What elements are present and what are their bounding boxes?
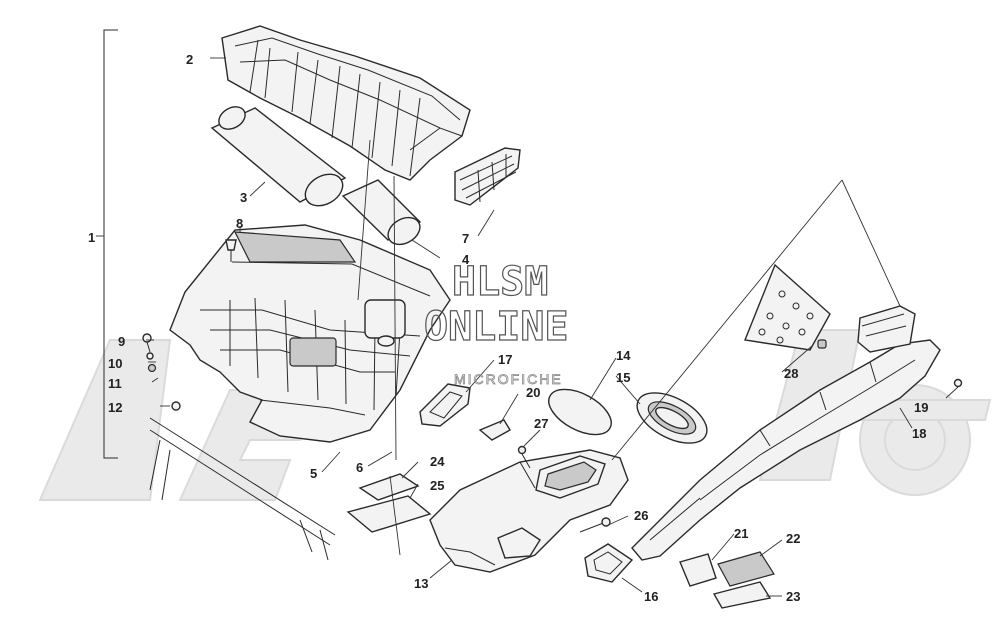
part-16-gasket (584, 543, 634, 583)
callout-23: 23 (786, 589, 800, 604)
part-27-fitting (517, 445, 531, 469)
part-14-boot (548, 388, 612, 436)
callout-10: 10 (108, 356, 122, 371)
part-28-plate (744, 263, 831, 351)
hlsm-watermark: HLSM ONLINE MICROFICHE (423, 258, 569, 387)
callout-7: 7 (462, 231, 469, 246)
part-25-pad (346, 495, 432, 533)
part-23-pad (712, 581, 772, 609)
callout-20: 20 (526, 385, 540, 400)
callout-21: 21 (734, 526, 748, 541)
frame-rail (149, 417, 336, 561)
watermark-line-2: ONLINE (424, 304, 569, 350)
part-20-clip (478, 419, 511, 441)
bracket-assembly-1 (96, 29, 118, 459)
part-8-push-pin (225, 226, 241, 262)
part-5-silencer-base (169, 224, 451, 443)
watermark-line-1: HLSM (452, 259, 548, 305)
callout-27: 27 (534, 416, 548, 431)
callout-16: 16 (644, 589, 658, 604)
callout-5: 5 (310, 466, 317, 481)
part-3-foam-cylinder (210, 106, 347, 207)
callout-17: 17 (498, 352, 512, 367)
part-21-pad (679, 553, 717, 587)
watermark-line-3: MICROFICHE (454, 371, 563, 387)
part-13-airbox-housing (429, 449, 629, 573)
callout-18: 18 (912, 426, 926, 441)
callout-3: 3 (240, 190, 247, 205)
callout-24: 24 (430, 454, 445, 469)
callout-6: 6 (356, 460, 363, 475)
callout-13: 13 (414, 576, 428, 591)
callout-15: 15 (616, 370, 630, 385)
part-4-foam-cylinder (341, 179, 422, 246)
callout-12: 12 (108, 400, 122, 415)
callout-11: 11 (108, 376, 122, 391)
callout-14: 14 (616, 348, 631, 363)
callout-25: 25 (430, 478, 444, 493)
callout-2: 2 (186, 52, 193, 67)
part-24-pad (358, 473, 420, 501)
part-17-gasket (419, 383, 471, 427)
callout-1: 1 (88, 230, 95, 245)
leader-lines (210, 57, 913, 597)
callout-26: 26 (634, 508, 648, 523)
part-19-screw (945, 378, 963, 399)
part-2-silencer-top (221, 25, 471, 181)
part-18-intake-duct (631, 305, 941, 561)
callout-28: 28 (784, 366, 798, 381)
callout-4: 4 (462, 252, 470, 267)
part-22-pad (717, 551, 775, 587)
callout-9: 9 (118, 334, 125, 349)
part-15-seal-ring (636, 392, 708, 444)
fasteners-9-12 (142, 333, 181, 411)
part-26-hose-clamp (579, 517, 611, 533)
part-7-intake-screen (454, 147, 521, 206)
callout-19: 19 (914, 400, 928, 415)
callout-labels: 1 2 3 4 5 6 7 8 9 10 11 12 13 14 15 16 1… (88, 52, 928, 604)
callout-8: 8 (236, 216, 243, 231)
callout-22: 22 (786, 531, 800, 546)
